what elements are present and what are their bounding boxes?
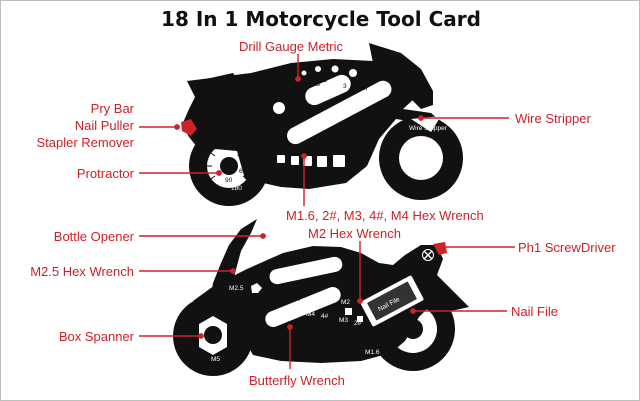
label-hex-wrench-small: M1.6, 2#, M3, 4#, M4 Hex Wrench	[286, 208, 484, 223]
label-nail-file: Nail File	[511, 304, 558, 319]
top-front-wheel-hub	[399, 136, 443, 180]
engraving-4-hash: 4#	[321, 313, 329, 320]
engraving-m2: M2	[341, 299, 351, 306]
label-stapler-remover: Stapler Remover	[36, 135, 134, 150]
label-screwdriver: Ph1 ScrewDriver	[518, 240, 616, 255]
top-windshield	[369, 43, 433, 109]
top-motorcycle	[181, 43, 463, 206]
label-nail-puller: Nail Puller	[74, 118, 134, 133]
engraving-tick-30: 30	[237, 151, 245, 158]
label-pry-bar: Pry Bar	[90, 101, 134, 116]
pry-bar-tip	[181, 119, 197, 136]
engraving-tick-60: 60	[239, 168, 247, 175]
label-protractor: Protractor	[76, 166, 134, 181]
label-m2-hex-wrench: M2 Hex Wrench	[308, 226, 401, 241]
page-title: 18 In 1 Motorcycle Tool Card	[161, 7, 481, 31]
bottle-opener-arm	[208, 219, 257, 315]
label-butterfly-wrench: Butterfly Wrench	[249, 373, 345, 388]
engraving-m3: M3	[339, 317, 349, 324]
engraving-wire-stripper: Wire Stripper	[409, 125, 447, 132]
engraving-gauge-1: 1	[323, 77, 327, 84]
label-box-spanner: Box Spanner	[58, 329, 134, 344]
bottom-motorcycle	[173, 219, 469, 376]
engraving-gauge-3: 3	[343, 83, 347, 90]
engraving-gauge-2mm: 2mm	[353, 85, 368, 92]
leader-lines	[139, 54, 515, 369]
engraving-m4: M4	[306, 311, 316, 318]
engraving-m2-5: M2.5	[229, 285, 244, 292]
engraving-tick-180: 180	[231, 185, 242, 192]
label-drill-gauge: Drill Gauge Metric	[239, 39, 344, 54]
engraving-m5: M5	[211, 356, 221, 363]
engraving-2-hash: 2#	[354, 320, 362, 327]
label-wire-stripper: Wire Stripper	[515, 111, 591, 126]
engraving-gauge-1-5: 1.5	[311, 81, 321, 88]
label-bottle-opener: Bottle Opener	[53, 229, 134, 244]
engraving-m1-6: M1.6	[365, 349, 380, 356]
label-m25-hex-wrench: M2.5 Hex Wrench	[30, 264, 134, 279]
engraving-tick-90: 90	[225, 177, 233, 184]
